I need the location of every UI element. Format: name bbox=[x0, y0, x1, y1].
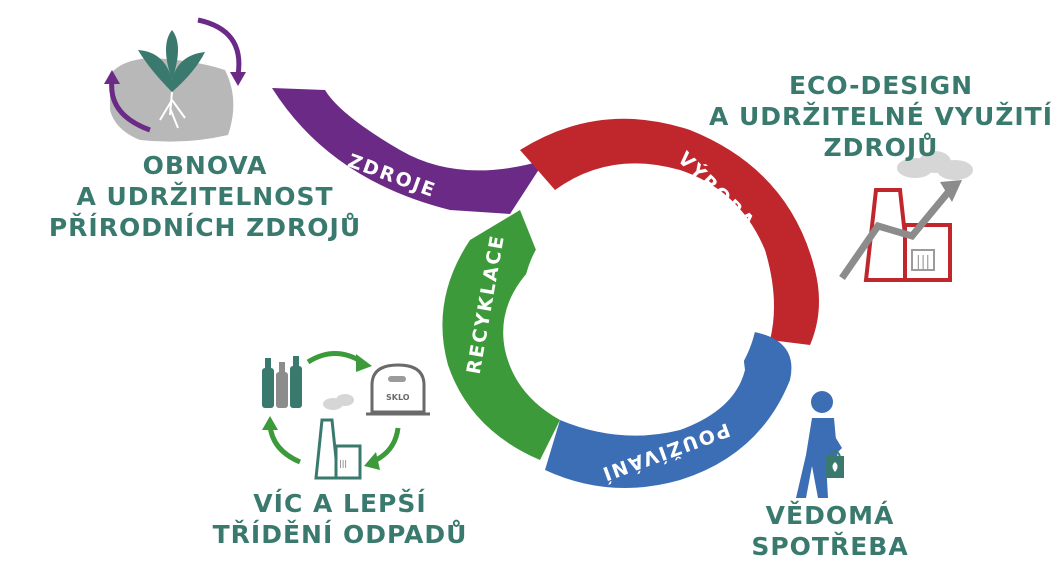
caption-eco-line-1: ECO-DESIGN bbox=[788, 71, 974, 100]
cycle-ring bbox=[272, 88, 819, 488]
caption-trideni-odpadu: VÍC A LEPŠÍ TŘÍDĚNÍ ODPADŮ bbox=[190, 488, 490, 550]
sorting-factory-label: ||| bbox=[339, 459, 347, 468]
shopper-icon bbox=[796, 391, 844, 498]
recyklace-arrow bbox=[442, 210, 560, 460]
caption-vedoma-line-2: SPOTŘEBA bbox=[751, 532, 909, 561]
zdroje-arrow bbox=[272, 88, 545, 214]
factory-growth-icon: ||| bbox=[839, 151, 973, 282]
sklo-label: SKLO bbox=[386, 393, 410, 402]
plant-renewal-icon bbox=[104, 17, 246, 142]
caption-tridi-line-1: VÍC A LEPŠÍ bbox=[253, 489, 427, 518]
caption-vedoma-line-1: VĚDOMÁ bbox=[765, 501, 895, 530]
caption-obnova-line-2: A UDRŽITELNOST bbox=[76, 182, 334, 211]
caption-eco-line-2: A UDRŽITELNÉ VYUŽITÍ bbox=[708, 102, 1054, 131]
caption-eco-line-3: ZDROJŮ bbox=[823, 133, 939, 162]
pouzivani-arrow bbox=[545, 330, 792, 488]
caption-obnova-line-3: PŘÍRODNÍCH ZDROJŮ bbox=[48, 213, 362, 242]
factory-window-label: ||| bbox=[916, 254, 930, 270]
caption-tridi-line-2: TŘÍDĚNÍ ODPADŮ bbox=[212, 520, 468, 549]
caption-obnova: OBNOVA A UDRŽITELNOST PŘÍRODNÍCH ZDROJŮ bbox=[0, 150, 410, 243]
caption-obnova-line-1: OBNOVA bbox=[142, 151, 268, 180]
vyroba-arrow bbox=[520, 118, 819, 345]
waste-sorting-icon: SKLO ||| bbox=[262, 351, 430, 480]
caption-eco-design: ECO-DESIGN A UDRŽITELNÉ VYUŽITÍ ZDROJŮ bbox=[700, 70, 1062, 163]
caption-vedoma-spotreba: VĚDOMÁ SPOTŘEBA bbox=[700, 500, 960, 562]
